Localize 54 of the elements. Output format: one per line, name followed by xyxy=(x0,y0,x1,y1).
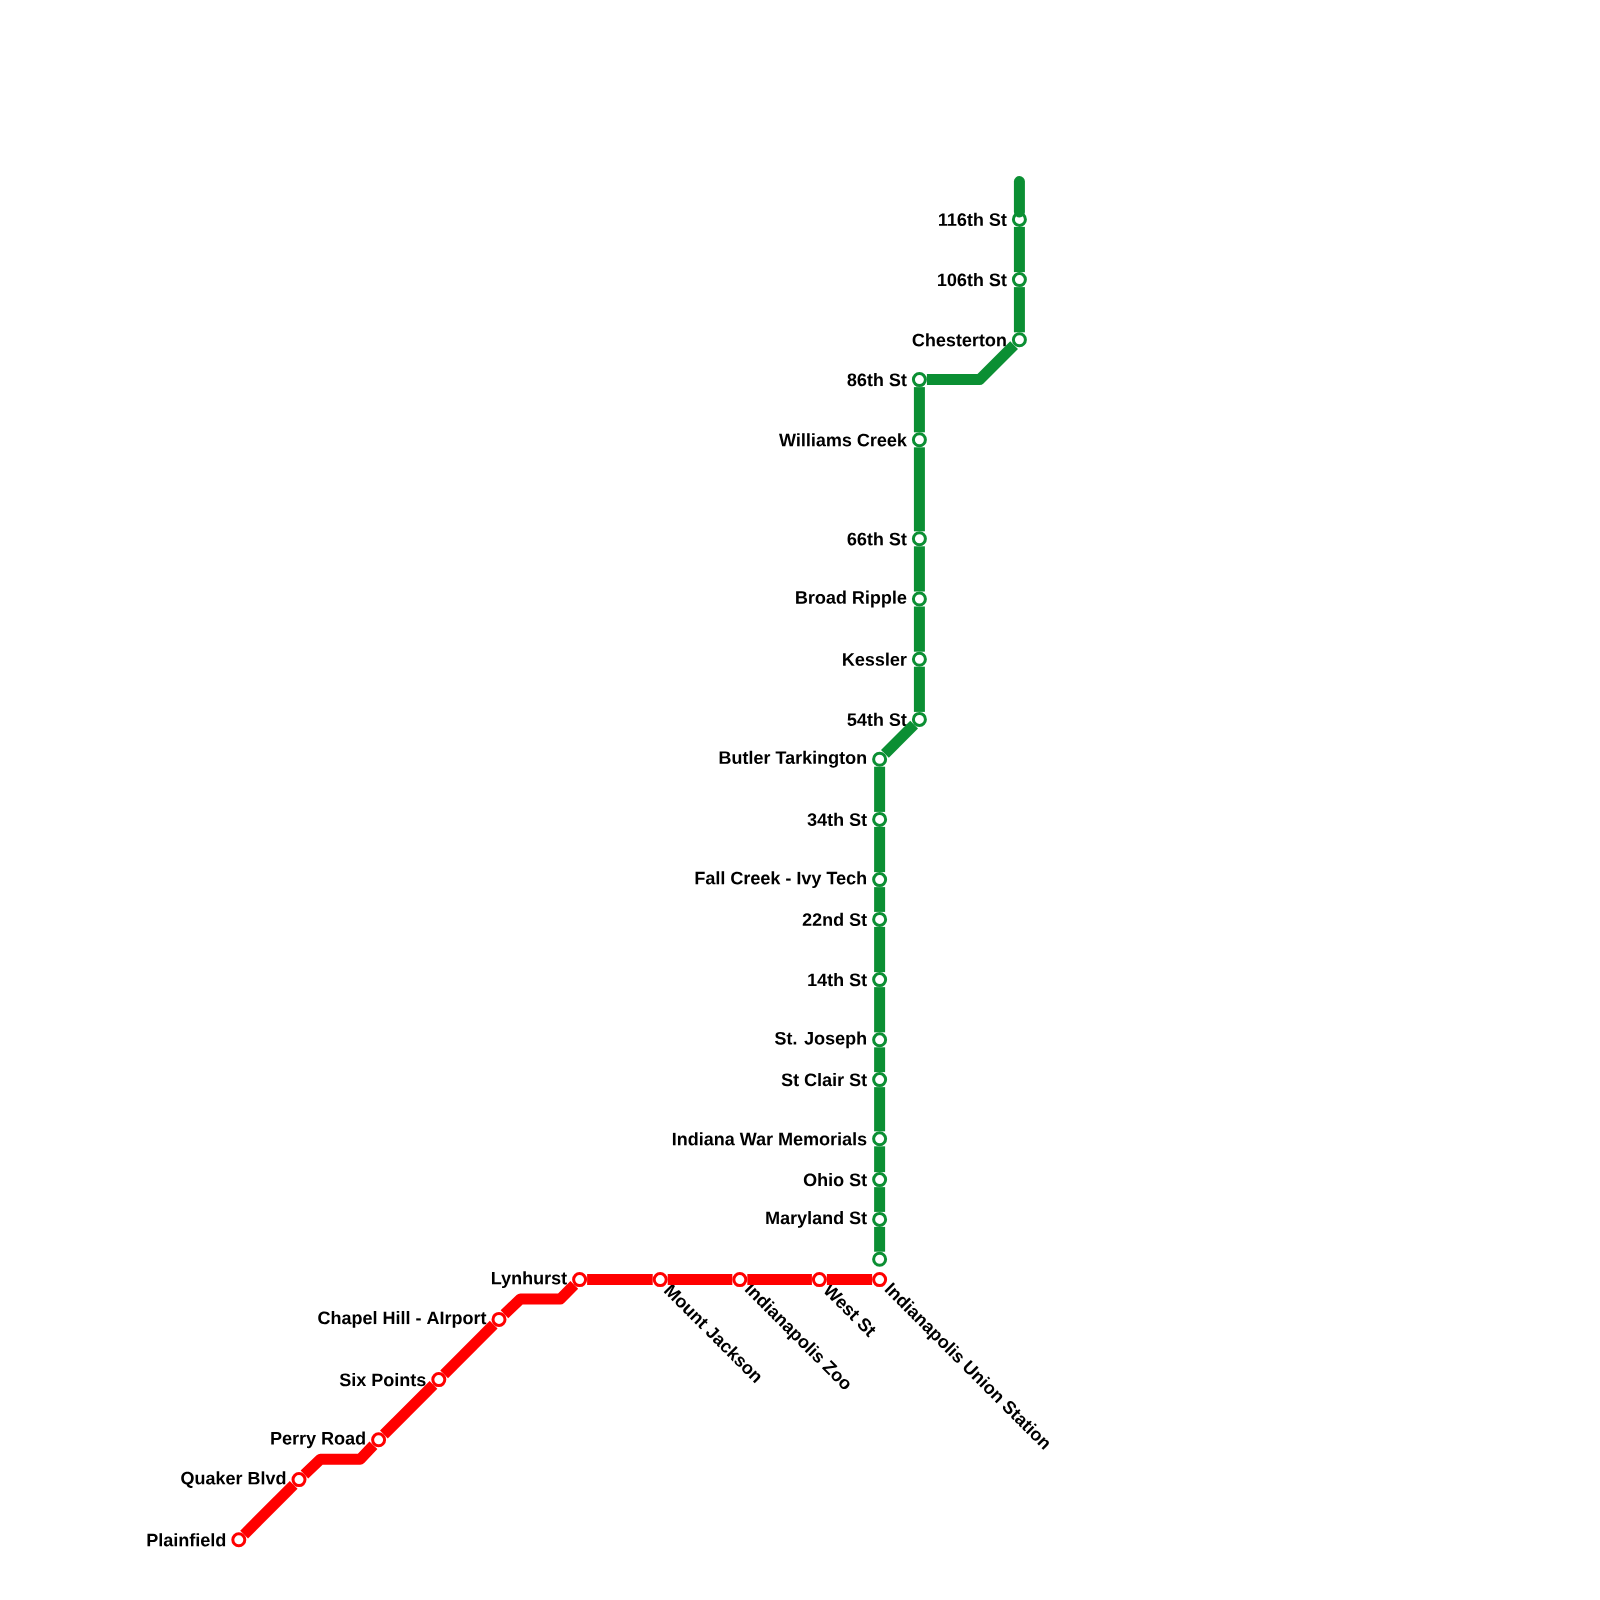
rail-line xyxy=(440,1320,498,1379)
rail-line xyxy=(300,1441,378,1479)
rail-line xyxy=(913,666,925,712)
rail-line xyxy=(874,1146,886,1173)
rail-line xyxy=(874,766,886,812)
station-label: 106th St xyxy=(938,273,1007,287)
station-label: 14th St xyxy=(808,973,867,987)
rail-line xyxy=(913,387,925,433)
rail-line xyxy=(380,1381,438,1439)
station-label: Kessler xyxy=(843,652,907,666)
rail-line xyxy=(881,720,918,758)
station-label: Chesterton xyxy=(912,333,1006,347)
station-label: 86th St xyxy=(847,373,907,387)
station-label: Broad Ripple xyxy=(796,590,907,608)
rail-line xyxy=(874,887,886,912)
rail-line xyxy=(1013,287,1025,333)
station-label: Butler Tarkington xyxy=(719,750,866,768)
rail-line xyxy=(874,1047,886,1073)
station-label: Williams Creek xyxy=(779,433,907,447)
rail-line xyxy=(874,987,886,1033)
rail-line xyxy=(913,606,925,652)
station-label: Quaker Blvd xyxy=(181,1471,286,1488)
rail-line xyxy=(500,1281,579,1319)
station-label: Lynhurst xyxy=(492,1271,567,1288)
station-label: Ohio St xyxy=(803,1173,867,1187)
rail-line xyxy=(874,826,886,873)
station-label: Indiana War Memorials xyxy=(672,1132,867,1146)
station-label: Six Points xyxy=(339,1373,426,1387)
rail-line xyxy=(826,1274,873,1286)
station-label: Maryland St xyxy=(766,1211,867,1228)
station-label: Chapel Hill - AIrport xyxy=(318,1311,487,1328)
station-label: Plainfield xyxy=(147,1533,226,1547)
rail-line xyxy=(667,1274,733,1286)
rail-line xyxy=(913,546,925,592)
rail-line xyxy=(874,926,886,973)
station-label: 116th St xyxy=(939,212,1007,226)
station-label: Perry Road xyxy=(271,1431,365,1449)
rail-line xyxy=(240,1481,298,1539)
rail-line xyxy=(913,447,925,532)
rail-line xyxy=(1013,226,1025,273)
station-label: 22nd St xyxy=(802,912,867,926)
station-label: 54th St xyxy=(847,712,907,726)
station-label: 34th St xyxy=(807,812,867,827)
rail-line xyxy=(587,1274,653,1286)
station-label: Fall Creek - Ivy Tech xyxy=(695,871,866,888)
station-marker xyxy=(872,1251,888,1267)
rail-line xyxy=(747,1274,812,1286)
rail-line xyxy=(874,1087,886,1132)
rail-line xyxy=(874,1226,886,1252)
station-label: St Clair St xyxy=(781,1073,867,1087)
station-label: 66th St xyxy=(847,532,907,546)
rail-line xyxy=(926,341,1018,386)
station-label: St. Joseph xyxy=(774,1031,866,1049)
rail-line xyxy=(874,1187,886,1212)
